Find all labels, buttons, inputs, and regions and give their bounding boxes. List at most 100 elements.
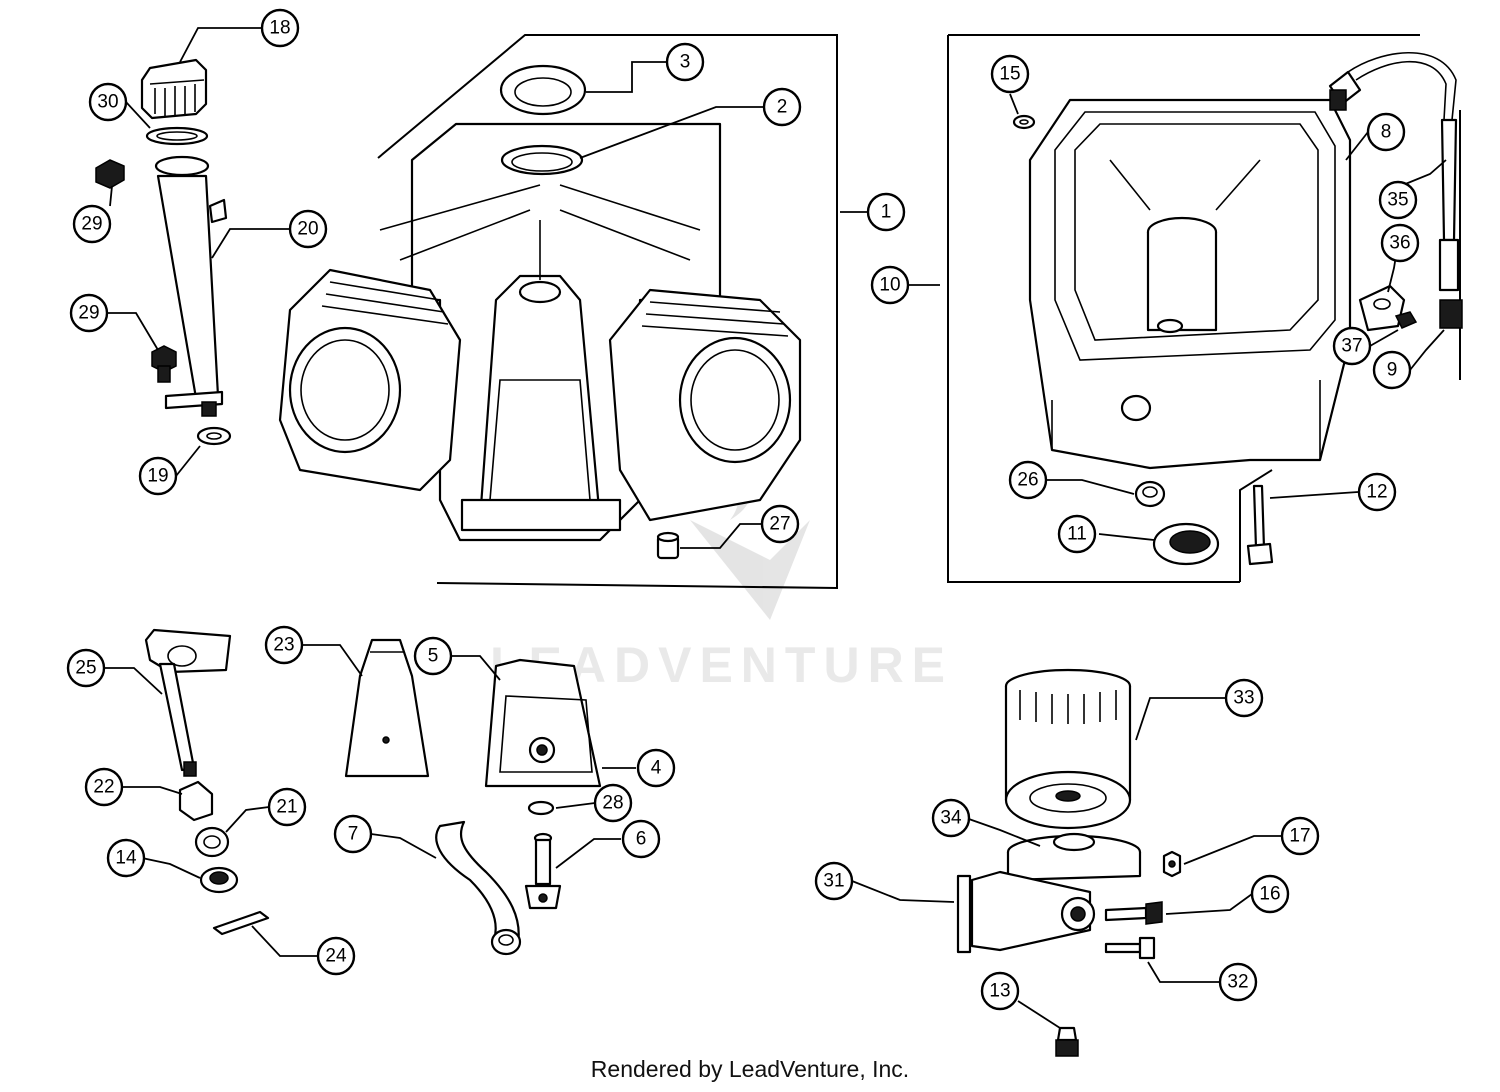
sump-group-frame xyxy=(947,34,1461,583)
stud-6 xyxy=(524,832,562,910)
callout-30: 30 xyxy=(88,82,128,122)
callout-4: 4 xyxy=(636,748,676,788)
bushing-26 xyxy=(1134,480,1166,508)
svg-text:13: 13 xyxy=(989,981,1010,1002)
fitting-16 xyxy=(1104,901,1163,925)
svg-text:11: 11 xyxy=(1067,524,1087,545)
callout-25: 25 xyxy=(66,648,106,688)
callout-36: 36 xyxy=(1380,223,1420,263)
callout-21: 21 xyxy=(267,787,307,827)
bolt-12 xyxy=(1246,484,1274,566)
screw-37 xyxy=(1394,311,1418,329)
svg-text:12: 12 xyxy=(1366,482,1387,503)
callout-34: 34 xyxy=(931,798,971,838)
callout-2: 2 xyxy=(762,87,802,127)
bolt-29-upper xyxy=(95,159,125,189)
washer-15 xyxy=(1012,114,1036,130)
svg-text:21: 21 xyxy=(276,797,297,818)
svg-text:4: 4 xyxy=(651,758,662,779)
bolt-32 xyxy=(1104,936,1156,960)
callout-17: 17 xyxy=(1280,816,1320,856)
svg-text:37: 37 xyxy=(1341,336,1362,357)
svg-text:1: 1 xyxy=(881,202,892,223)
svg-text:29: 29 xyxy=(81,214,102,235)
svg-text:15: 15 xyxy=(999,64,1020,85)
callout-10: 10 xyxy=(870,265,910,305)
callout-7: 7 xyxy=(333,814,373,854)
callout-5: 5 xyxy=(413,636,453,676)
callout-37: 37 xyxy=(1332,326,1372,366)
svg-text:35: 35 xyxy=(1387,190,1408,211)
nut-17 xyxy=(1162,850,1182,878)
callout-32: 32 xyxy=(1218,962,1258,1002)
callout-15: 15 xyxy=(990,54,1030,94)
bolt-29-lower xyxy=(151,345,177,383)
leader-lines xyxy=(104,27,1447,1029)
callout-3: 3 xyxy=(665,42,705,82)
oil-dipstick xyxy=(1328,51,1463,329)
filter-adapter xyxy=(956,832,1142,954)
breather-cover xyxy=(484,658,602,788)
callout-29-lower: 29 xyxy=(69,293,109,333)
svg-text:6: 6 xyxy=(636,829,647,850)
svg-text:27: 27 xyxy=(769,514,790,535)
governor-shaft xyxy=(144,628,232,777)
oil-fill-cap xyxy=(140,58,208,120)
svg-text:31: 31 xyxy=(823,871,844,892)
bushing-22 xyxy=(178,780,214,822)
oil-seal-3 xyxy=(499,64,587,116)
crankcase-block xyxy=(278,122,802,542)
callout-9: 9 xyxy=(1372,350,1412,390)
svg-text:23: 23 xyxy=(273,635,294,656)
callout-28: 28 xyxy=(593,783,633,823)
callout-1: 1 xyxy=(866,192,906,232)
callout-31: 31 xyxy=(814,861,854,901)
svg-text:9: 9 xyxy=(1387,360,1398,381)
washer-21 xyxy=(194,826,230,858)
callout-26: 26 xyxy=(1008,460,1048,500)
oil-seal-11 xyxy=(1152,522,1220,566)
breather-tube xyxy=(435,820,522,956)
callout-23: 23 xyxy=(264,625,304,665)
drain-plug-13 xyxy=(1055,1026,1079,1057)
callout-29-upper: 29 xyxy=(72,204,112,244)
svg-text:20: 20 xyxy=(297,219,318,240)
svg-text:26: 26 xyxy=(1017,470,1038,491)
dowel-pin-27 xyxy=(656,531,680,560)
callout-22: 22 xyxy=(84,767,124,807)
svg-text:14: 14 xyxy=(115,848,137,869)
svg-text:17: 17 xyxy=(1289,826,1310,847)
breather-baffle xyxy=(344,638,430,778)
callout-33: 33 xyxy=(1224,678,1264,718)
svg-text:8: 8 xyxy=(1381,122,1392,143)
callout-14: 14 xyxy=(106,838,146,878)
svg-text:22: 22 xyxy=(93,777,114,798)
svg-text:36: 36 xyxy=(1389,233,1410,254)
svg-text:32: 32 xyxy=(1227,972,1248,993)
svg-text:16: 16 xyxy=(1259,884,1280,905)
dipstick-tube xyxy=(154,155,228,417)
sump-cover xyxy=(1028,98,1352,470)
crankcase-group-frame xyxy=(377,34,838,590)
callout-19: 19 xyxy=(138,456,178,496)
svg-text:19: 19 xyxy=(147,466,168,487)
callout-35: 35 xyxy=(1378,180,1418,220)
svg-text:10: 10 xyxy=(879,275,900,296)
clamp-36 xyxy=(1358,284,1406,332)
svg-text:2: 2 xyxy=(777,97,788,118)
callout-20: 20 xyxy=(288,209,328,249)
svg-text:18: 18 xyxy=(269,18,290,39)
oil-filter xyxy=(1004,668,1132,830)
svg-text:33: 33 xyxy=(1233,688,1254,709)
rendered-by-credit: Rendered by LeadVenture, Inc. xyxy=(590,1056,910,1082)
svg-text:29: 29 xyxy=(78,303,99,324)
svg-text:25: 25 xyxy=(75,658,96,679)
svg-text:30: 30 xyxy=(97,92,118,113)
seal-14 xyxy=(199,866,239,894)
o-ring-30 xyxy=(145,126,209,146)
callout-8: 8 xyxy=(1366,112,1406,152)
callout-16: 16 xyxy=(1250,874,1290,914)
cotter-pin-24 xyxy=(212,910,270,936)
callout-11: 11 xyxy=(1057,514,1097,554)
